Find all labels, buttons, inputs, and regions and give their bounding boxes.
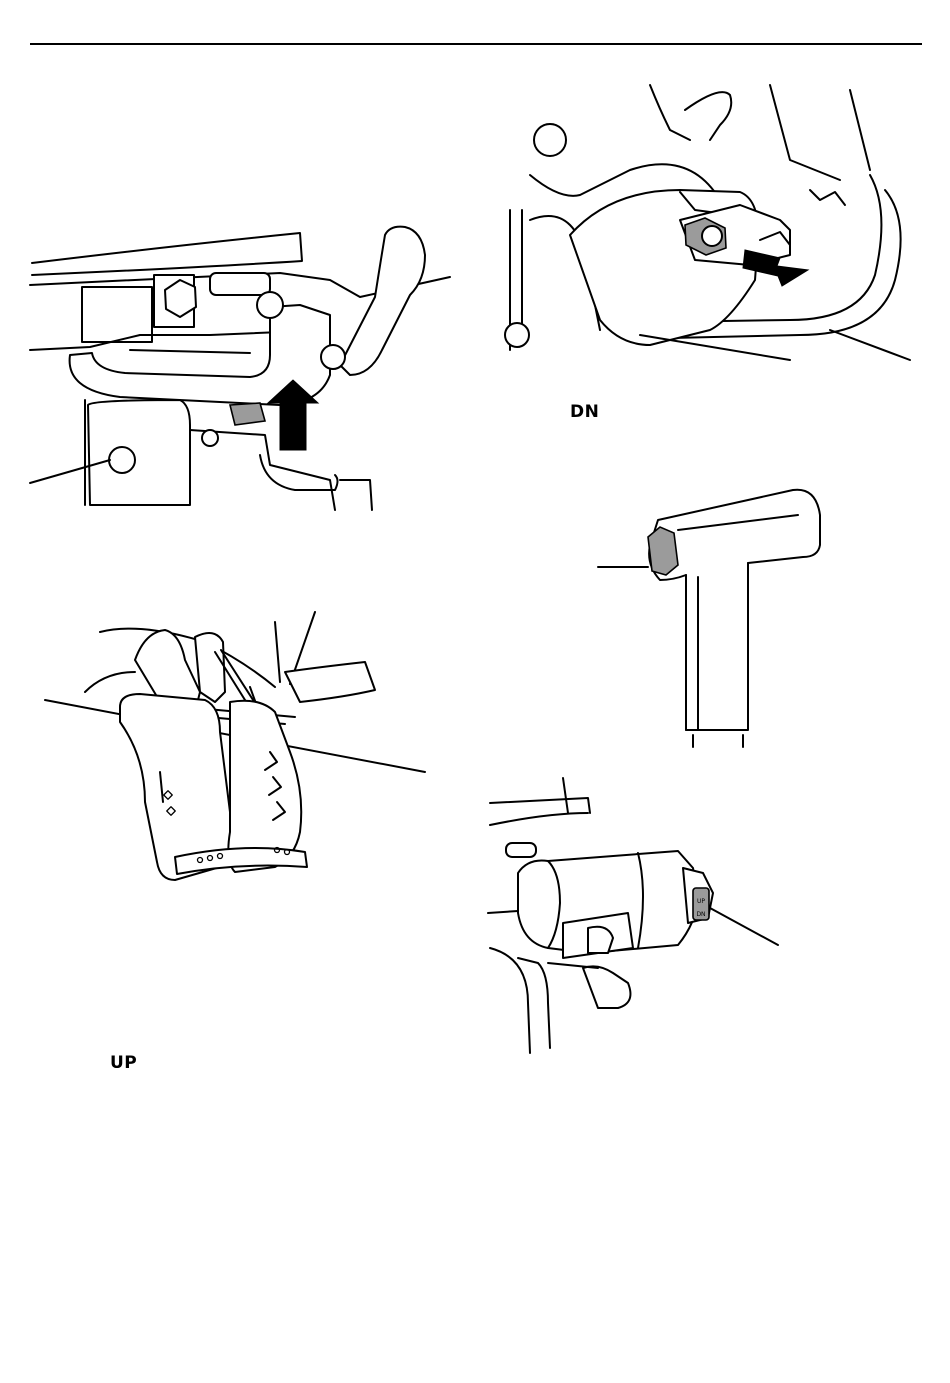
header-rule bbox=[30, 43, 922, 45]
figure-nut-direction-arrow bbox=[490, 80, 915, 365]
switch-up-text: UP bbox=[697, 898, 705, 905]
switch-dn-text: DN bbox=[696, 911, 705, 918]
up-label: UP bbox=[110, 1053, 137, 1073]
figure-t-handle-tool bbox=[598, 485, 828, 747]
figure-tilt-lever-up-arrow bbox=[30, 225, 470, 510]
figure-tilt-switch-up-dn: UP DN bbox=[488, 773, 780, 1053]
dn-label: DN bbox=[570, 402, 599, 422]
figure-clamp-bracket-wrench bbox=[45, 612, 430, 892]
